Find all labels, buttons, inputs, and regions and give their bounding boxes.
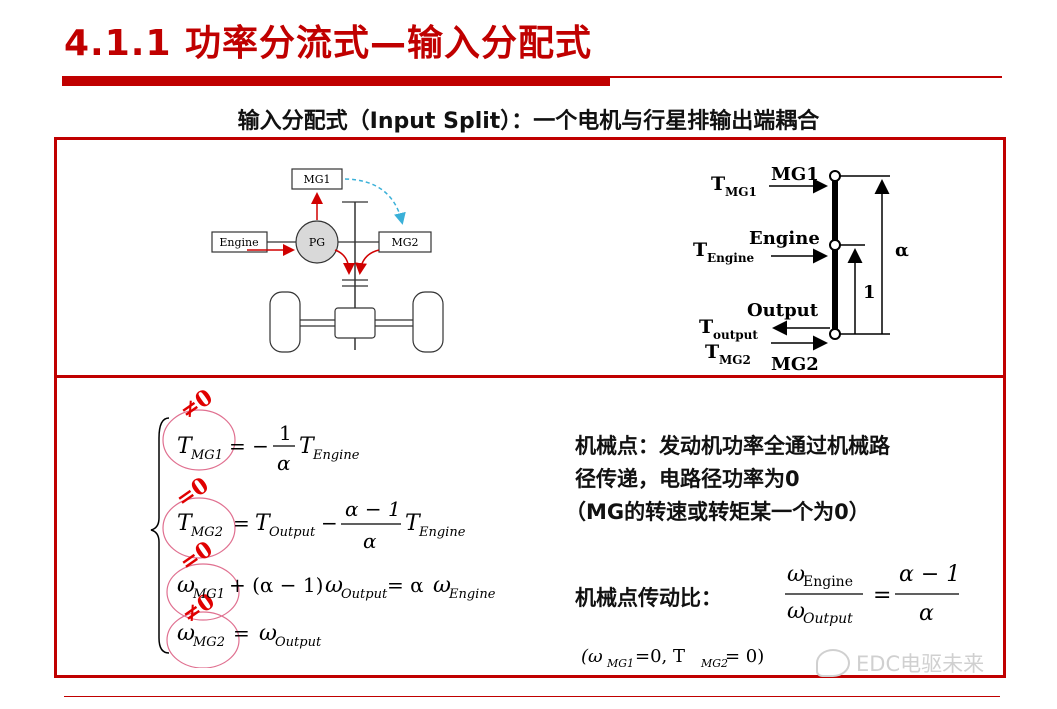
wheel-left bbox=[269, 291, 301, 353]
pg-label: PG bbox=[309, 236, 325, 249]
eq3-w2-sub: Output bbox=[341, 587, 388, 602]
wheel-right bbox=[412, 291, 444, 353]
t-mg2-label: T bbox=[705, 341, 719, 363]
t-engine-label: T bbox=[693, 239, 707, 261]
equation-block: ≠0 =0 =0 ≠0 T MG1 = − 1 α T Engine T MG2… bbox=[150, 384, 496, 668]
mg2-lever-label: MG2 bbox=[771, 354, 819, 375]
ratio-formula: ω Engine ω Output = α − 1 α bbox=[785, 562, 960, 627]
eq3-w3-sub: Engine bbox=[448, 587, 496, 602]
ratio-den: ω bbox=[787, 599, 805, 624]
ratio-rden: α bbox=[919, 601, 934, 626]
t-mg1-label: T bbox=[711, 173, 725, 195]
eq1-rhs: T bbox=[299, 434, 316, 459]
alpha-label: α bbox=[895, 240, 909, 261]
slide-subtitle: 输入分配式（Input Split）：一个电机与行星排输出端耦合 bbox=[237, 109, 820, 134]
output-lever-label: Output bbox=[747, 300, 819, 321]
wechat-icon bbox=[816, 649, 850, 677]
eq2-lhs: T bbox=[177, 511, 194, 536]
eq1-lhs: T bbox=[177, 434, 194, 459]
lever-diagram: α 1 MG1 T MG1 Engine T Engine Output T o… bbox=[693, 164, 909, 375]
eq3-w3: ω bbox=[433, 573, 451, 598]
eq2-t1-sub: Output bbox=[269, 525, 316, 540]
title-underline-thick bbox=[62, 76, 610, 86]
annotation-2: =0 bbox=[171, 472, 214, 513]
eq3-w1: ω bbox=[177, 573, 195, 598]
eq3-w1-sub: MG1 bbox=[192, 587, 225, 602]
mg2-label: MG2 bbox=[391, 236, 418, 249]
explain-line-3: （MG的转速或转矩某一个为0） bbox=[565, 500, 870, 524]
t-engine-sub: Engine bbox=[707, 251, 755, 265]
ratio-eq: = bbox=[873, 583, 891, 608]
watermark-text: EDC电驱未来 bbox=[856, 652, 985, 676]
eq1-eq: = − bbox=[229, 434, 269, 458]
t-mg2-sub: MG2 bbox=[719, 353, 751, 367]
engine-lever-label: Engine bbox=[749, 228, 820, 249]
eq1-rhs-sub: Engine bbox=[312, 448, 360, 463]
t-output-label: T bbox=[699, 316, 713, 338]
t-mg1-sub: MG1 bbox=[725, 185, 757, 199]
condition-open: (ω bbox=[581, 646, 603, 667]
diagram-panel: MG1 Engine MG2 PG bbox=[54, 137, 1006, 381]
eq1-lhs-sub: MG1 bbox=[190, 448, 223, 463]
ratio-num: ω bbox=[787, 562, 805, 587]
ratio-label: 机械点传动比： bbox=[575, 586, 722, 610]
footer-rule bbox=[64, 696, 1000, 697]
eq2-minus: − bbox=[321, 511, 338, 535]
differential bbox=[334, 307, 376, 339]
eq3-eq: = α bbox=[387, 573, 424, 597]
equation-4: ω MG2 = ω Output bbox=[177, 621, 322, 650]
ratio-rnum: α − 1 bbox=[899, 562, 960, 587]
eq4-eq: = bbox=[233, 621, 250, 645]
ratio-num-sub: Engine bbox=[803, 574, 853, 590]
condition-sub2: MG2 bbox=[700, 657, 728, 670]
eq2-eq: = bbox=[233, 511, 250, 535]
eq4-rhs: ω bbox=[259, 621, 277, 646]
eq2-t1: T bbox=[255, 511, 272, 536]
eq3-w2: ω bbox=[325, 573, 343, 598]
eq4-lhs: ω bbox=[177, 621, 195, 646]
eq4-lhs-sub: MG2 bbox=[192, 635, 225, 650]
equation-3: ω MG1 + (α − 1) ω Output = α ω Engine bbox=[177, 573, 496, 602]
slide-title: 4.1.1 功率分流式—输入分配式 bbox=[64, 23, 593, 64]
one-label: 1 bbox=[863, 282, 876, 303]
annotation-3: =0 bbox=[175, 536, 218, 577]
watermark: EDC电驱未来 bbox=[816, 648, 984, 678]
mg1-label: MG1 bbox=[303, 173, 330, 186]
equation-panel: ≠0 =0 =0 ≠0 T MG1 = − 1 α T Engine T MG2… bbox=[54, 375, 1006, 678]
mg1-lever-label: MG1 bbox=[771, 164, 819, 185]
eq2-lhs-sub: MG2 bbox=[190, 525, 223, 540]
explain-line-1: 机械点：发动机功率全通过机械路 bbox=[575, 434, 890, 458]
equation-1: T MG1 = − 1 α T Engine bbox=[177, 421, 360, 475]
t-output-sub: output bbox=[713, 328, 758, 342]
eq2-rhs-sub: Engine bbox=[418, 525, 466, 540]
condition-sub1: MG1 bbox=[606, 657, 634, 670]
mg1-box bbox=[291, 168, 343, 190]
equation-2: T MG2 = T Output − α − 1 α T Engine bbox=[177, 497, 466, 553]
ratio-den-sub: Output bbox=[803, 611, 853, 627]
eq2-rhs: T bbox=[405, 511, 422, 536]
powertrain-schematic: MG1 Engine MG2 PG bbox=[211, 168, 444, 353]
condition-end: = 0) bbox=[725, 646, 764, 667]
condition-mid: =0, T bbox=[635, 646, 685, 667]
annotation-1: ≠0 bbox=[175, 384, 218, 425]
eq3-mid: + (α − 1) bbox=[229, 573, 323, 597]
eq4-rhs-sub: Output bbox=[275, 635, 322, 650]
title-underline-thin bbox=[610, 76, 1002, 78]
eq2-den: α bbox=[363, 529, 377, 553]
explain-line-2: 径传递，电路径功率为0 bbox=[575, 467, 800, 491]
eq1-den: α bbox=[277, 451, 291, 475]
engine-label: Engine bbox=[219, 236, 258, 249]
condition-formula: (ω MG1 =0, T MG2 = 0) bbox=[581, 646, 764, 670]
eq2-num: α − 1 bbox=[345, 497, 401, 521]
eq1-num: 1 bbox=[279, 421, 292, 445]
